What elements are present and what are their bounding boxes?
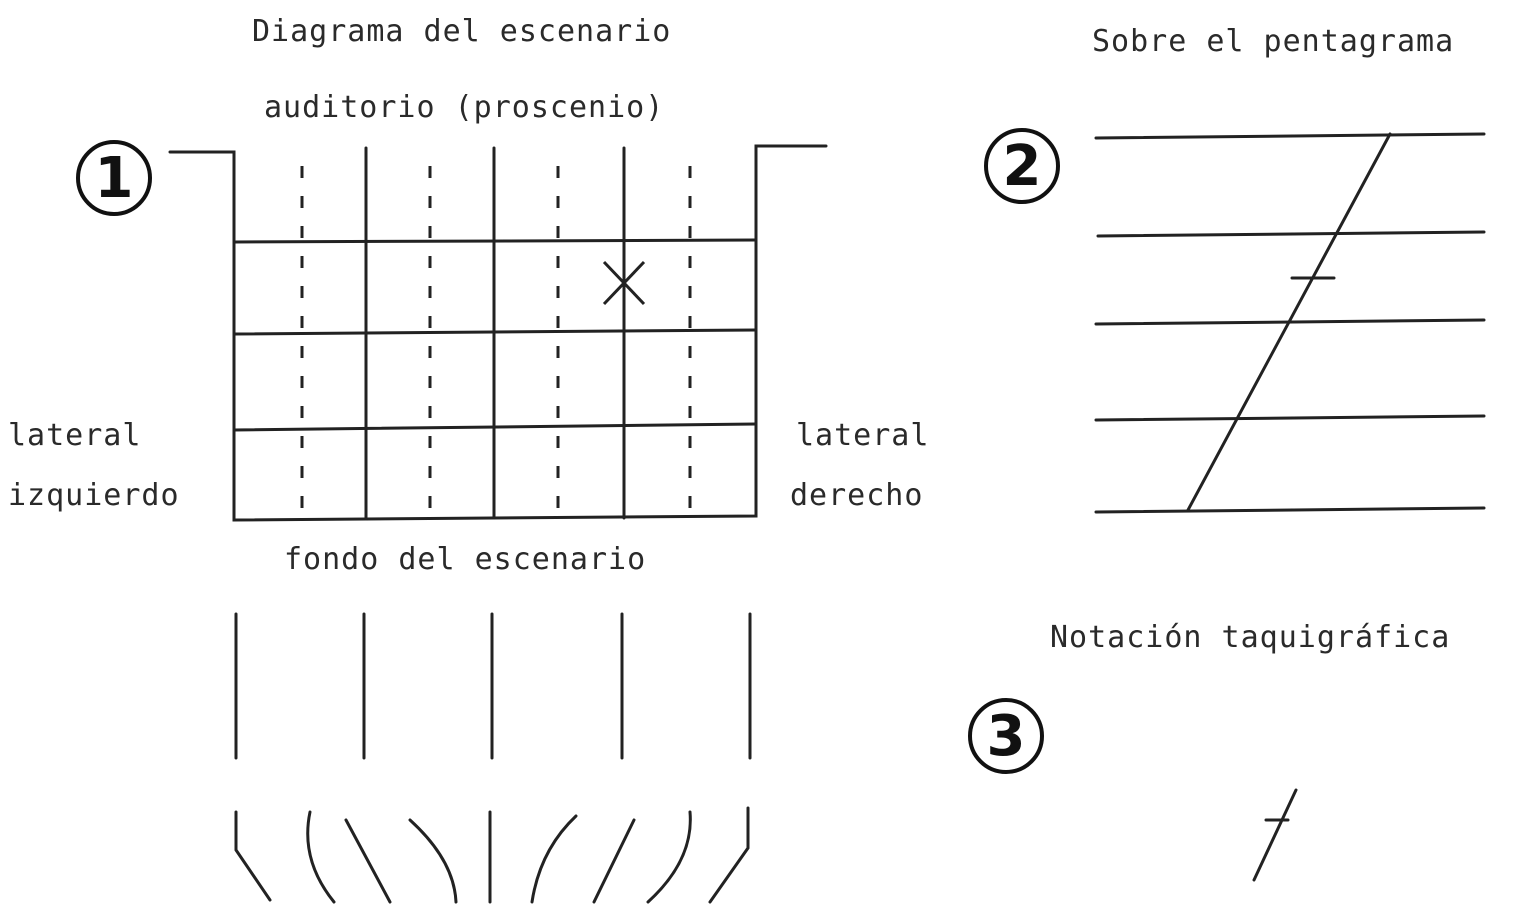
curve-stroke-8 xyxy=(646,810,692,904)
left-side-label-line2: izquierdo xyxy=(8,478,180,513)
shorthand-symbol xyxy=(1252,788,1298,882)
shorthand-title: Notación taquigráfica xyxy=(1050,620,1451,655)
backstage-label: fondo del escenario xyxy=(284,542,647,577)
stage-diagram-title: Diagrama del escenario xyxy=(252,14,672,49)
curve-stroke-2 xyxy=(306,810,336,904)
position-marker-x xyxy=(602,260,646,306)
staff-line-2 xyxy=(1096,230,1486,238)
right-side-label-line1: lateral xyxy=(796,418,930,453)
section-number-3: 3 xyxy=(968,698,1044,774)
right-side-label-line2: derecho xyxy=(790,478,924,513)
audience-label: auditorio (proscenio) xyxy=(264,90,665,125)
staff-line-1 xyxy=(1094,132,1486,140)
left-side-label-line1: lateral xyxy=(8,418,142,453)
section-number-2: 2 xyxy=(984,128,1060,204)
curve-stroke-9 xyxy=(708,806,750,904)
curve-stroke-7 xyxy=(592,818,636,904)
section-number-1: 1 xyxy=(76,140,152,216)
staff-diagonal-stroke xyxy=(1186,132,1392,512)
staff-line-4 xyxy=(1094,414,1486,422)
curve-stroke-4 xyxy=(408,818,458,904)
curve-stroke-3 xyxy=(344,818,392,904)
curve-stroke-1 xyxy=(234,810,272,902)
staff-line-5 xyxy=(1094,506,1486,514)
curve-stroke-6 xyxy=(530,814,578,904)
staff-title: Sobre el pentagrama xyxy=(1092,24,1455,59)
